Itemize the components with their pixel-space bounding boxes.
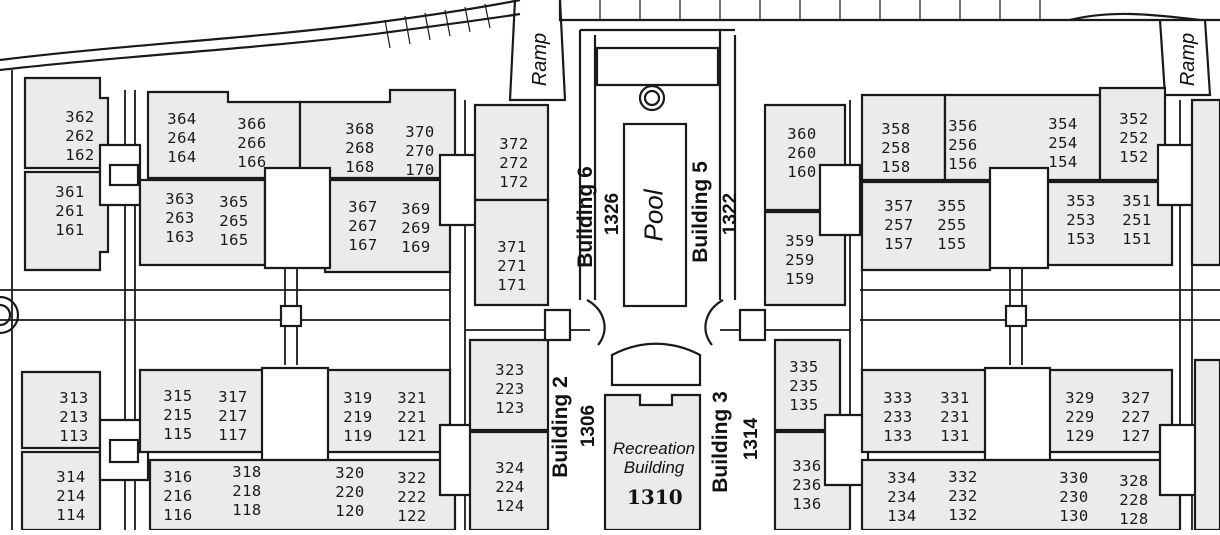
ramp-structures (508, 0, 1212, 102)
pool-outline (622, 122, 688, 308)
building-3-label: Building 3 (708, 391, 732, 493)
entry-gates (543, 308, 767, 342)
building-6-number: 1326 (602, 192, 624, 236)
recreation-building-number: 1310 (627, 485, 683, 509)
building-5-label: Building 5 (688, 161, 712, 263)
pool-deck (578, 28, 737, 387)
building-2-label: Building 2 (548, 376, 572, 478)
recreation-building-label: Recreation Building (606, 439, 702, 477)
units-top-left (23, 76, 550, 307)
ramp-right-label: Ramp (1177, 32, 1200, 87)
building-6-label: Building 6 (573, 166, 597, 268)
recreation-line1: Recreation (612, 439, 696, 458)
parking-area (0, 0, 1220, 72)
ramp-left-label: Ramp (529, 32, 552, 87)
pool-label: Pool (638, 189, 669, 242)
recreation-line2: Building (623, 458, 685, 477)
building-2-number: 1306 (578, 404, 600, 448)
units-bottom-left (20, 338, 550, 532)
building-3-number: 1314 (741, 417, 763, 461)
units-bottom-right (773, 98, 1220, 532)
building-5-number: 1322 (720, 192, 742, 236)
